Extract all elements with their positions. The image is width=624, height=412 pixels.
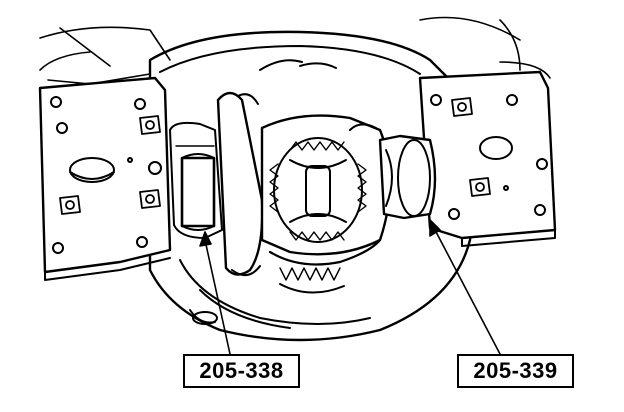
- frame-lines: [39, 16, 551, 85]
- differential-case: [260, 114, 392, 256]
- left-mounting-plate: [38, 76, 172, 281]
- pinion-gear: [259, 59, 382, 294]
- tool-callout-205-339: 205-339: [457, 354, 574, 388]
- right-mounting-plate: [418, 70, 557, 247]
- tool-callout-205-338: 205-338: [183, 354, 300, 388]
- callout-leaders: [199, 219, 501, 355]
- right-bearing-adapter: [378, 134, 437, 220]
- ring-gear: [216, 91, 264, 277]
- left-bearing-adapter: [169, 121, 223, 239]
